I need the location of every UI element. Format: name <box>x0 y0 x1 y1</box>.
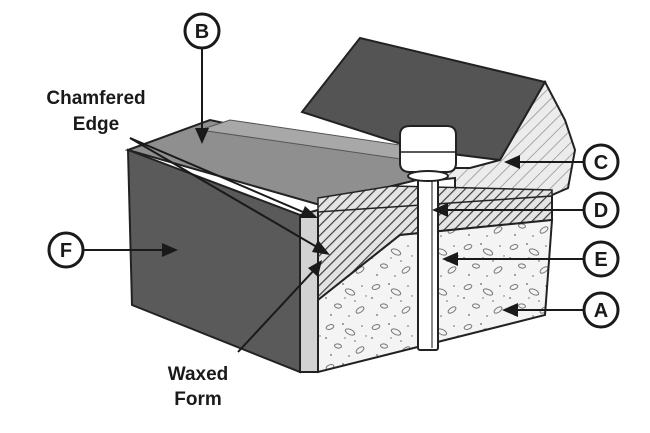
leader-waxed <box>237 267 317 353</box>
arrowhead-chamfer-1 <box>300 206 318 218</box>
callout-f: F <box>47 231 85 269</box>
arrowhead-a <box>502 303 518 317</box>
leader-chamfer-1 <box>129 137 311 216</box>
callout-d: D <box>582 191 620 229</box>
arrowhead-e <box>442 252 458 266</box>
callout-d-letter: D <box>594 200 608 222</box>
arrowhead-c <box>504 155 520 169</box>
waxed-form-label-line2: Form <box>174 389 222 410</box>
bolt-head <box>399 125 457 173</box>
callout-e: E <box>582 240 620 278</box>
mold-block <box>417 79 577 196</box>
bolt-collar <box>407 170 449 182</box>
leader-lines <box>83 48 585 353</box>
leader-chamfer-2 <box>129 137 323 251</box>
callout-e-letter: E <box>594 249 607 271</box>
callout-b-letter: B <box>195 21 209 43</box>
arrowhead-waxed <box>308 260 322 277</box>
callout-b: B <box>183 12 221 50</box>
callout-f-letter: F <box>60 240 72 262</box>
arrowhead-b <box>195 128 209 144</box>
arrowhead-d <box>432 203 448 217</box>
arrowheads <box>162 128 520 317</box>
arrowhead-f <box>162 243 178 257</box>
callout-c-letter: C <box>594 152 608 174</box>
callout-a: A <box>582 291 620 329</box>
callout-a-letter: A <box>594 300 608 322</box>
arrowhead-chamfer-2 <box>312 240 330 255</box>
chamfered-edge-label-line2: Edge <box>73 114 119 135</box>
bolt-shaft <box>417 169 439 351</box>
chamfered-edge-label-line1: Chamfered <box>46 88 145 109</box>
waxed-form-strip <box>299 208 319 373</box>
waxed-form-label-line1: Waxed <box>168 364 229 385</box>
callout-c: C <box>582 143 620 181</box>
